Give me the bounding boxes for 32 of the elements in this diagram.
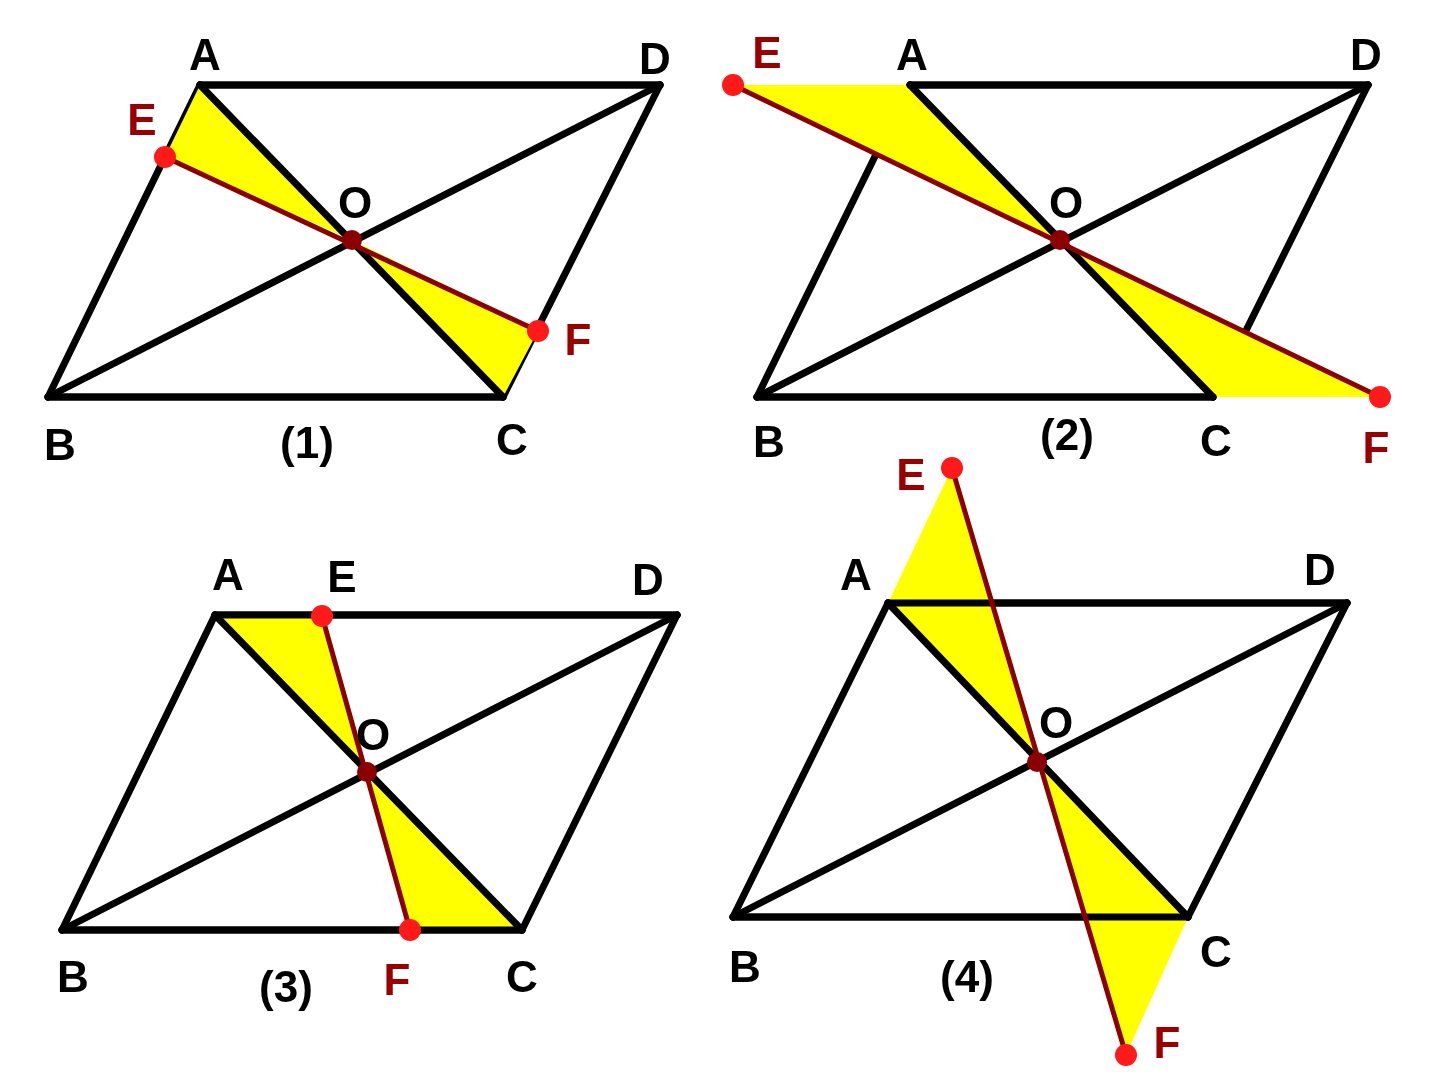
point-label: E <box>127 95 157 144</box>
point-label: E <box>896 450 926 499</box>
point-label: D <box>1350 30 1382 79</box>
point-label: A <box>189 30 221 79</box>
point-label: F <box>383 955 411 1004</box>
point-label: B <box>753 417 785 466</box>
point-label: O <box>1048 178 1084 227</box>
point-label: O <box>337 178 373 227</box>
point-label: E <box>752 28 782 77</box>
point-label: E <box>327 552 357 601</box>
point-label: A <box>840 550 872 599</box>
point-label: C <box>1200 416 1232 465</box>
point-label: D <box>1304 545 1336 594</box>
point-label: O <box>355 710 391 759</box>
point-label: A <box>212 550 244 599</box>
point-label: F <box>1362 423 1390 472</box>
point-label: D <box>632 555 664 604</box>
point-label: C <box>496 415 528 464</box>
point-label: C <box>506 952 538 1001</box>
point-label: C <box>1200 927 1232 976</box>
point-label: F <box>564 315 592 364</box>
figure-number: (4) <box>940 952 994 1001</box>
point-label: D <box>639 34 671 83</box>
point-label: B <box>57 952 89 1001</box>
figure-number: (1) <box>280 418 334 467</box>
figure-number: (3) <box>259 962 313 1011</box>
point-label: F <box>1153 1018 1181 1067</box>
point-label: B <box>44 420 76 469</box>
figure-number: (2) <box>1040 410 1094 459</box>
point-label: A <box>896 30 928 79</box>
point-label: B <box>729 942 761 991</box>
point-label: O <box>1038 698 1074 747</box>
